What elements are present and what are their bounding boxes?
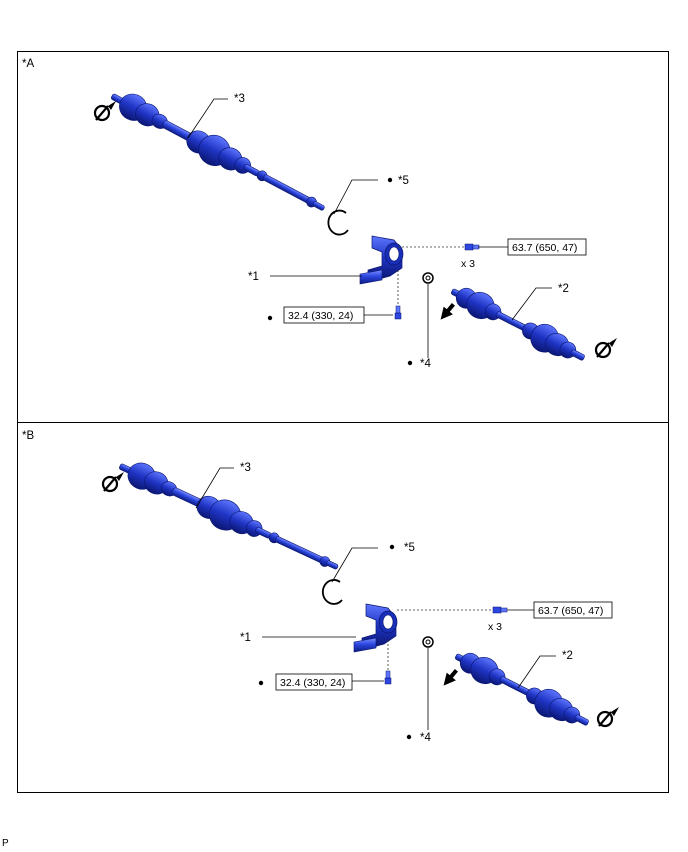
push-arrow-a <box>435 300 459 324</box>
callout-a-4: *4 <box>420 358 431 370</box>
rotate-icon-b-right <box>596 705 621 728</box>
bullet-a-5 <box>387 177 393 183</box>
rotate-icon-a-left <box>93 99 118 122</box>
torque-box-a-right <box>507 238 587 256</box>
callout-a-2: *2 <box>558 283 569 295</box>
callout-b-3: *3 <box>240 462 251 474</box>
callout-a-3: *3 <box>234 93 245 105</box>
bullet-a-4 <box>407 360 413 366</box>
bearing-bracket-b <box>353 603 398 653</box>
drive-shaft-long-a <box>104 82 332 223</box>
rotate-icon-b-left <box>101 470 126 493</box>
callout-b-2: *2 <box>562 650 573 662</box>
torque-a-left: 32.4 (330, 24) <box>288 310 353 322</box>
bolt-a-right <box>464 243 480 251</box>
bearing-bracket-a <box>359 235 404 285</box>
callout-b-1: *1 <box>240 632 251 644</box>
panel-label-b: *B <box>22 430 34 442</box>
bullet-b-5 <box>389 544 395 550</box>
panel-label-a: *A <box>22 58 34 70</box>
hole-snap-ring-a <box>422 272 434 284</box>
callout-a-5: *5 <box>398 175 409 187</box>
bolt-b-bottom <box>384 670 392 685</box>
panel-b <box>101 452 621 740</box>
rotate-icon-a-right <box>594 336 619 359</box>
torque-b-left: 32.4 (330, 24) <box>280 677 345 689</box>
callout-b-4: *4 <box>420 732 431 744</box>
qty-b: x 3 <box>488 621 502 633</box>
bullet-b-4 <box>406 734 412 740</box>
torque-box-a-left <box>283 306 365 324</box>
callout-a-1: *1 <box>248 271 259 283</box>
drive-shaft-long-b <box>113 452 345 582</box>
snap-ring-b <box>321 579 343 605</box>
qty-a: x 3 <box>461 258 475 270</box>
footer-code: P <box>2 838 9 849</box>
bolt-a-bottom <box>394 305 402 320</box>
panel-divider <box>17 422 669 423</box>
callout-b-5: *5 <box>404 542 415 554</box>
torque-box-b-left <box>275 673 353 691</box>
torque-a-right: 63.7 (650, 47) <box>512 242 577 254</box>
bullet-b-torque <box>258 680 264 686</box>
torque-box-b-right <box>533 601 613 619</box>
snap-ring-a <box>327 209 349 236</box>
torque-b-right: 63.7 (650, 47) <box>538 605 603 617</box>
bullet-a-torque <box>267 315 273 321</box>
hole-snap-ring-b <box>422 636 434 648</box>
push-arrow-b <box>438 666 462 690</box>
panel-a <box>93 82 619 371</box>
bolt-b-right <box>492 606 508 614</box>
